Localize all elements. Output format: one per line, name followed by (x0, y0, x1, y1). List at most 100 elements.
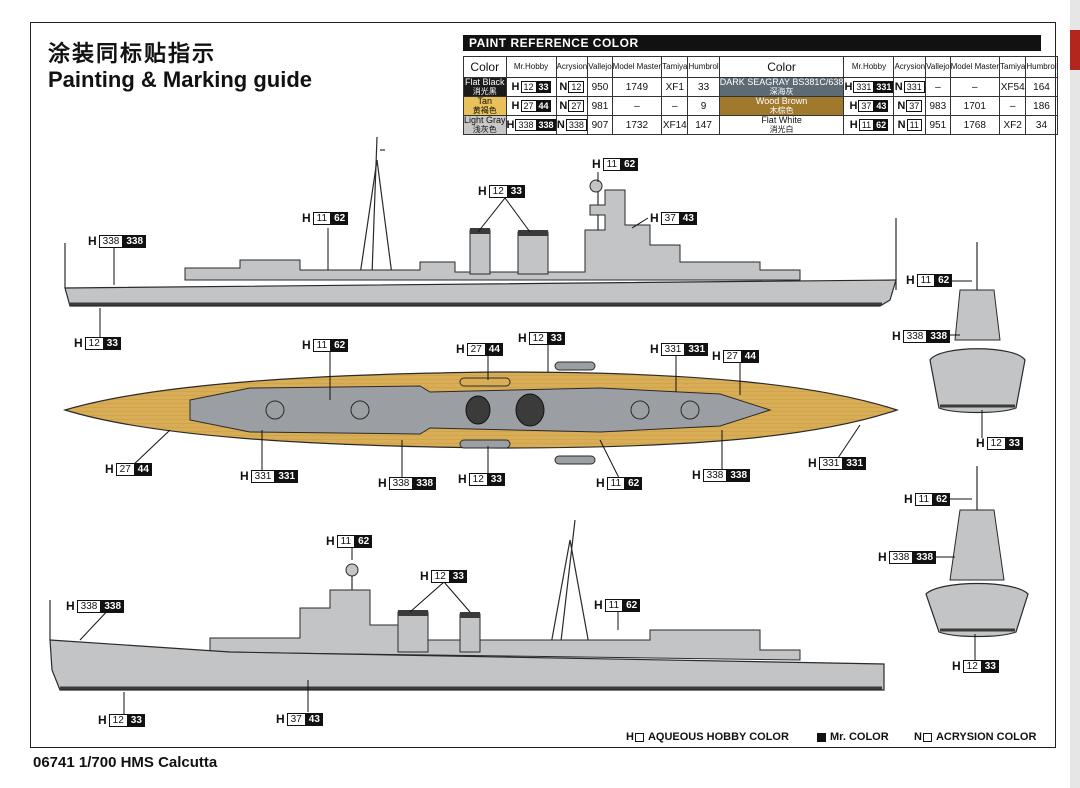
top-gun-3 (630, 400, 650, 420)
callout-aqueous-number: 12 (430, 569, 450, 583)
front-view-1 (929, 242, 1026, 414)
acrysion-number: 27 (568, 100, 585, 112)
acrysion-number: 12 (568, 81, 585, 93)
aqueous-number: 338 (515, 119, 537, 131)
callout-prefix: H (456, 342, 465, 356)
aqueous-number: 27 (520, 100, 537, 112)
callout-aqueous-number: 37 (286, 712, 306, 726)
side-profile-port (49, 519, 885, 691)
front1-superstructure (954, 289, 1001, 341)
callout-mrcolor-number: 338 (913, 550, 937, 564)
callout-prefix: H (420, 569, 429, 583)
callout-aqueous-number: 12 (468, 472, 488, 486)
paint-name: Light Gray (464, 115, 506, 125)
callout-aqueous-number: 12 (84, 336, 104, 350)
paint-reference-table: Color Mr.Hobby Acrysion Vallejo Model Ma… (463, 56, 1058, 135)
callout-aqueous-number: 11 (916, 273, 936, 287)
callout-mrcolor-number: 62 (623, 598, 641, 612)
acrysion-number: 37 (906, 100, 923, 112)
paint-name-cn: 木棕色 (769, 106, 794, 115)
front2-hull (925, 582, 1029, 638)
top-funnel-aft (465, 395, 491, 425)
mrcolor-number: 43 (874, 100, 889, 112)
side1-funnel-aft-cap (470, 228, 490, 234)
callout-prefix: H (892, 329, 901, 343)
callout-prefix: H (458, 472, 467, 486)
callout-mrcolor-number: 338 (413, 476, 437, 490)
callout-aqueous-number: 331 (660, 342, 686, 356)
side1-hull (64, 279, 897, 307)
humbrol-code: 9 (687, 96, 720, 116)
callout-prefix: H (650, 342, 659, 356)
callout-aqueous-number: 338 (76, 599, 102, 613)
side2-funnel-fwd (397, 611, 429, 653)
title-english: Painting & Marking guide (48, 67, 313, 92)
callout-prefix: H (66, 599, 75, 613)
callout-mrcolor-number: 331 (275, 469, 299, 483)
callout-mrcolor-number: 33 (1005, 436, 1023, 450)
legend-mrcolor: Mr. COLOR (816, 731, 889, 743)
callout-mrcolor-number: 33 (103, 336, 121, 350)
front-view-2 (925, 466, 1029, 638)
callout-mrcolor-number: 62 (331, 211, 349, 225)
side1-director (589, 179, 603, 193)
callout-aqueous-number: 11 (604, 598, 624, 612)
top-boat-2 (554, 361, 596, 371)
mrcolor-number: 331 (874, 81, 894, 93)
callout-mrcolor-number: 43 (305, 712, 323, 726)
mrcolor-number: 62 (874, 119, 889, 131)
callout-aqueous-number: 338 (388, 476, 414, 490)
tamiya-code: XF14 (661, 115, 689, 135)
callout-aqueous-number: 331 (250, 469, 276, 483)
paint-name: DARK SEAGRAY BS381C/638 (719, 77, 844, 87)
callout-aqueous-number: 338 (902, 329, 928, 343)
callout-prefix: H (98, 713, 107, 727)
callout-mrcolor-number: 33 (981, 659, 999, 673)
top-funnel-fwd (515, 393, 545, 427)
callout-mrcolor-number: 331 (843, 456, 867, 470)
acrysion-number: 331 (903, 81, 925, 93)
callout-prefix: H (326, 534, 335, 548)
callout-aqueous-number: 331 (818, 456, 844, 470)
callout-aqueous-number: 338 (888, 550, 914, 564)
paint-name-cn: 深海灰 (769, 87, 794, 96)
callout-prefix: H (302, 211, 311, 225)
callout-prefix: H (240, 469, 249, 483)
callout-prefix: H (478, 184, 487, 198)
page-edge (1070, 0, 1080, 788)
paint-table-heading: PAINT REFERENCE COLOR (463, 35, 1041, 51)
humbrol-code: 34 (1025, 115, 1058, 135)
callout-mrcolor-number: 338 (123, 234, 147, 248)
legend-aqueous-box-icon (634, 732, 644, 742)
callout-aqueous-number: 11 (602, 157, 622, 171)
callout-mrcolor-number: 33 (547, 331, 565, 345)
front1-hull (929, 348, 1026, 414)
callout-mrcolor-number: 338 (927, 329, 951, 343)
top-boat-1 (459, 377, 511, 387)
callout-aqueous-number: 12 (488, 184, 508, 198)
callout-aqueous-number: 27 (466, 342, 486, 356)
callout-prefix: H (596, 476, 605, 490)
side2-hull (49, 639, 885, 691)
callout-aqueous-number: 12 (986, 436, 1006, 450)
aqueous-number: 12 (520, 81, 537, 93)
header-color: Color (718, 56, 845, 78)
callout-mrcolor-number: 62 (935, 273, 953, 287)
callout-prefix: H (712, 349, 721, 363)
mrcolor-number: 44 (536, 100, 551, 112)
